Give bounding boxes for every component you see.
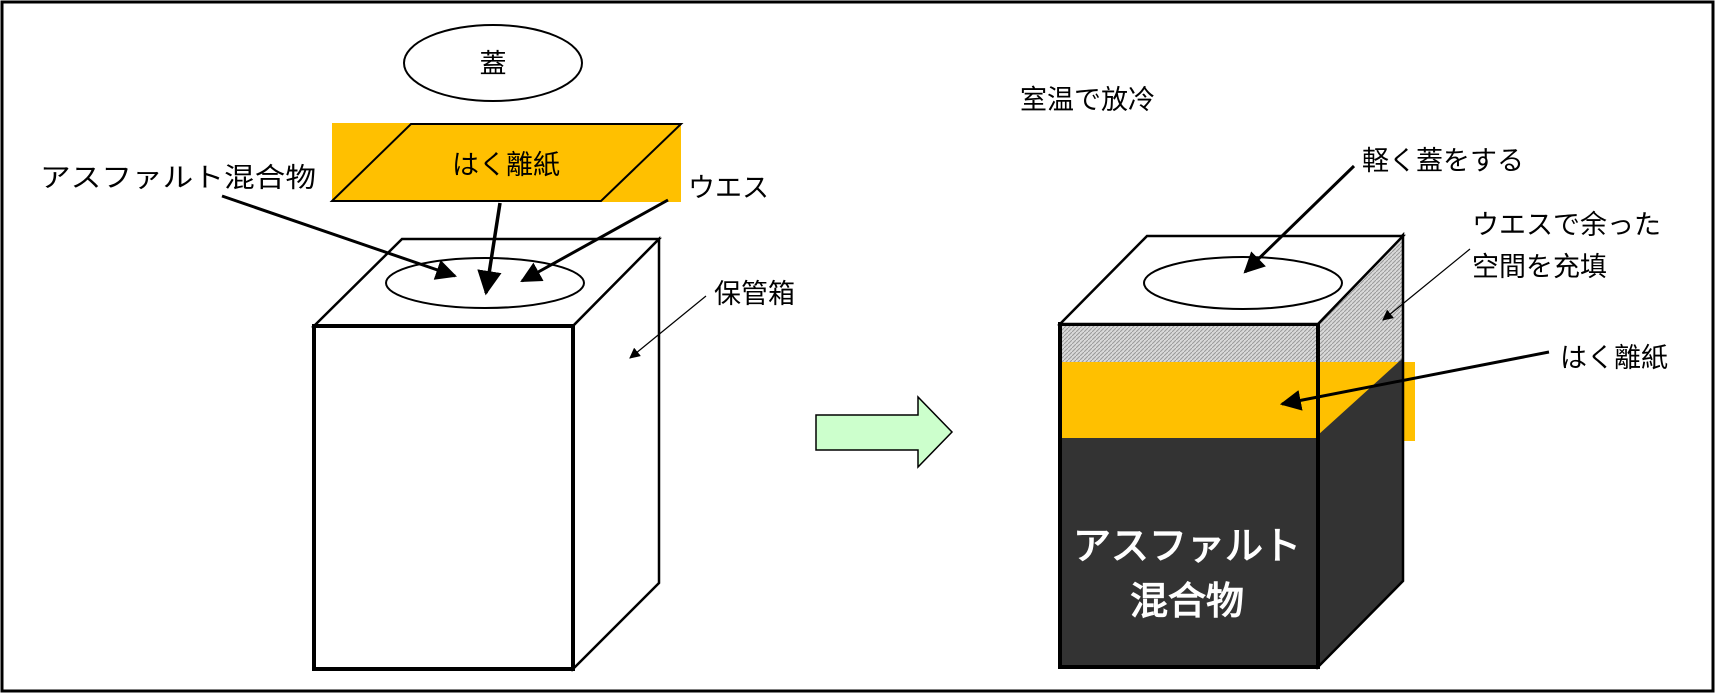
lid-oval-right (1143, 256, 1343, 310)
side-asphalt-layer (1318, 358, 1403, 667)
front-release-paper (1060, 362, 1318, 438)
waste-arrow (520, 198, 669, 283)
cool-label: 室温で放冷 (1020, 85, 1155, 116)
waste-label: ウエス (688, 173, 769, 204)
fill-arrow (1382, 248, 1471, 321)
lid-oval (403, 24, 583, 102)
process-arrow (815, 395, 954, 469)
front-waste-layer (1060, 324, 1318, 362)
release-paper-label-right: はく離紙 (1560, 343, 1668, 374)
light-lid-label: 軽く蓋をする (1362, 146, 1524, 177)
box-front-face (312, 324, 575, 671)
lid-label: 蓋 (480, 49, 507, 80)
storage-box-arrow (629, 295, 707, 359)
release-paper-arrow (477, 202, 502, 296)
fill-label-line1: ウエスで余った (1472, 210, 1661, 241)
release-paper-sheet (329, 123, 684, 202)
storage-box-label: 保管箱 (714, 279, 795, 310)
release-paper-arrow-right (1279, 350, 1550, 411)
asphalt-mixture-label: アスファルト混合物 (40, 163, 316, 194)
fill-label-line2: 空間を充填 (1472, 252, 1607, 283)
front-asphalt-layer (1060, 438, 1318, 667)
release-paper-label: はく離紙 (452, 150, 560, 181)
box-opening (385, 257, 585, 309)
asphalt-label-line1: アスファルト (1073, 524, 1301, 568)
asphalt-arrow (221, 194, 457, 280)
light-lid-arrow (1243, 164, 1356, 274)
asphalt-label-line2: 混合物 (1130, 579, 1244, 623)
